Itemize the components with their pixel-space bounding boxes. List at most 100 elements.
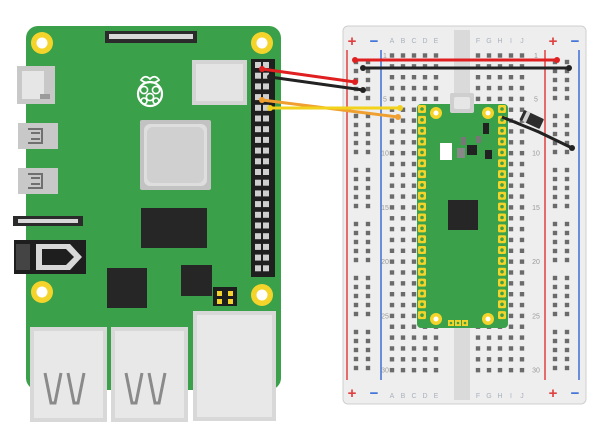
- gpio-pin: [255, 169, 261, 175]
- breadboard-hole: [400, 335, 406, 340]
- breadboard-hole: [400, 172, 406, 178]
- debug-pin-hole: [456, 321, 460, 325]
- breadboard-hole: [400, 259, 406, 264]
- rail-hole: [353, 257, 359, 263]
- pico-mounting-hole: [430, 313, 442, 325]
- rail-hole: [564, 311, 570, 317]
- rail-hole: [564, 122, 570, 128]
- breadboard-hole: [508, 259, 514, 264]
- breadboard-hole: [519, 335, 525, 340]
- breadboard-hole: [497, 367, 503, 373]
- breadboard-hole: [486, 64, 492, 69]
- breadboard-hole: [411, 281, 417, 286]
- jumper-wires: [259, 57, 575, 151]
- rail-hole: [552, 140, 558, 146]
- gpio-pin: [263, 265, 269, 272]
- rail-hole: [552, 275, 558, 281]
- rail-hole: [564, 149, 570, 155]
- breadboard-hole: [400, 129, 406, 134]
- rail-plus-label: +: [348, 33, 357, 50]
- rail-hole: [365, 203, 371, 209]
- gpio-pin: [255, 126, 261, 133]
- breadboard-hole: [519, 281, 525, 286]
- breadboard-hole: [519, 324, 525, 329]
- breadboard-hole: [519, 172, 525, 178]
- breadboard-hole: [519, 313, 525, 319]
- breadboard-hole: [508, 85, 514, 91]
- rail-hole: [365, 167, 371, 173]
- breadboard-hole: [519, 161, 525, 167]
- gpio-pin: [263, 115, 269, 122]
- row-number: 10: [381, 151, 389, 158]
- rail-hole: [353, 131, 359, 137]
- breadboard-hole: [389, 335, 395, 340]
- breadboard-hole: [411, 129, 417, 134]
- breadboard-hole: [389, 357, 395, 362]
- column-letter: H: [497, 393, 502, 400]
- breadboard-hole: [519, 367, 525, 373]
- row-number: 5: [534, 96, 538, 103]
- micro-hdmi-port: [18, 123, 58, 149]
- pico-pin-hole: [420, 280, 424, 285]
- breadboard-hole: [519, 248, 525, 253]
- column-letter: E: [434, 38, 439, 45]
- column-letter: I: [510, 393, 512, 400]
- red-wire-to-plus-rail: [261, 67, 356, 84]
- rail-hole: [365, 329, 371, 335]
- column-letter: I: [510, 38, 512, 45]
- breadboard-hole: [422, 335, 428, 340]
- pico-pin-hole: [500, 291, 504, 296]
- row-number: 25: [381, 313, 389, 320]
- breadboard-hole: [389, 302, 395, 308]
- breadboard-hole: [433, 53, 439, 58]
- breadboard-hole: [497, 75, 503, 80]
- breadboard-hole: [389, 346, 395, 351]
- audio-jack: [14, 240, 86, 274]
- gpio-pin: [263, 72, 269, 79]
- breadboard-hole: [486, 357, 492, 362]
- pico-mounting-hole: [430, 107, 442, 119]
- breadboard-hole: [497, 357, 503, 362]
- breadboard-hole: [400, 118, 406, 123]
- breadboard-hole: [389, 270, 395, 275]
- pico-pin-hole: [420, 226, 424, 231]
- rail-hole: [564, 302, 570, 308]
- column-letter: B: [401, 38, 406, 45]
- breadboard-hole: [508, 216, 514, 221]
- breadboard-hole: [400, 140, 406, 145]
- rail-minus-label: −: [571, 385, 580, 402]
- pico-pin-hole: [500, 183, 504, 187]
- breadboard-hole: [411, 183, 417, 188]
- rail-hole: [564, 176, 570, 182]
- rail-hole: [353, 329, 359, 335]
- breadboard-hole: [519, 226, 525, 232]
- pico-pin-hole: [500, 150, 504, 155]
- gpio-pin: [263, 222, 269, 229]
- breadboard-hole: [411, 75, 417, 80]
- rail-hole: [564, 293, 570, 299]
- rail-hole: [552, 167, 558, 173]
- column-letter: F: [476, 393, 480, 400]
- rail-minus-label: −: [370, 385, 379, 402]
- rail-hole: [564, 68, 570, 74]
- rail-hole: [365, 239, 371, 245]
- rail-hole: [365, 113, 371, 119]
- rail-hole: [353, 239, 359, 245]
- breadboard-hole: [519, 346, 525, 351]
- rail-hole: [353, 302, 359, 308]
- rail-hole: [365, 122, 371, 128]
- gpio-pin: [263, 243, 269, 250]
- mounting-hole: [31, 32, 53, 54]
- breadboard-hole: [433, 64, 439, 69]
- micro-hdmi-port: [18, 168, 58, 194]
- breadboard-hole: [497, 85, 503, 91]
- breadboard-hole: [400, 324, 406, 329]
- mounting-hole: [251, 32, 273, 54]
- rail-hole: [564, 86, 570, 92]
- breadboard-hole: [422, 367, 428, 373]
- rail-hole: [353, 122, 359, 128]
- gpio-header: [251, 59, 275, 277]
- pico-board: [417, 93, 508, 328]
- rail-hole: [353, 149, 359, 155]
- breadboard-hole: [400, 75, 406, 80]
